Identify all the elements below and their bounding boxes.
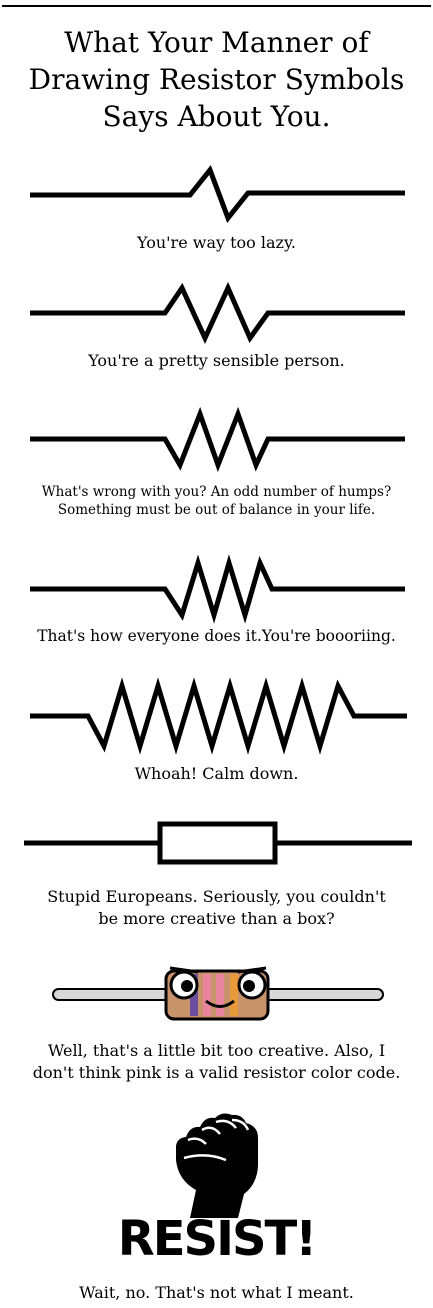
caption-3-line-2: Something must be out of balance in your…	[57, 502, 376, 518]
standard-zigzag-resistor-icon	[30, 554, 405, 624]
title-line-2: Drawing Resistor Symbols	[28, 63, 405, 96]
resist-word: RESIST!	[117, 1211, 317, 1267]
title-line-1: What Your Manner of	[64, 26, 369, 59]
title-line-3: Says About You.	[102, 100, 331, 133]
caption-8-line-1: Wait, no. That's not what I meant.	[79, 1283, 354, 1302]
caption-7: Well, that's a little bit too creative. …	[0, 1040, 433, 1084]
many-hump-zigzag-resistor-icon	[30, 677, 407, 755]
caption-3-line-1: What's wrong with you? An odd number of …	[41, 484, 392, 500]
cartoon-resistor-icon	[52, 966, 384, 1021]
caption-4-line-1: That's how everyone does it.You're booor…	[37, 627, 396, 645]
odd-hump-zigzag-resistor-icon	[30, 406, 405, 473]
caption-8: Wait, no. That's not what I meant.	[0, 1282, 433, 1304]
raised-fist-icon	[176, 1113, 258, 1218]
top-rule	[2, 5, 431, 7]
caption-7-line-2: don't think pink is a valid resistor col…	[32, 1063, 401, 1082]
caption-6-line-1: Stupid Europeans. Seriously, you couldn'…	[47, 887, 386, 906]
caption-5-line-1: Whoah! Calm down.	[134, 764, 299, 783]
box-resistor-icon	[24, 821, 412, 865]
caption-1-line-1: You're way too lazy.	[137, 233, 296, 252]
caption-2-line-1: You're a pretty sensible person.	[88, 351, 345, 370]
caption-6-line-2: be more creative than a box?	[98, 909, 335, 928]
caption-3: What's wrong with you? An odd number of …	[0, 483, 433, 519]
caption-6: Stupid Europeans. Seriously, you couldn'…	[0, 886, 433, 930]
caption-4: That's how everyone does it.You're booor…	[0, 625, 433, 647]
caption-1: You're way too lazy.	[0, 232, 433, 254]
caption-7-line-1: Well, that's a little bit too creative. …	[47, 1041, 386, 1060]
caption-2: You're a pretty sensible person.	[0, 350, 433, 372]
comic-title: What Your Manner of Drawing Resistor Sym…	[0, 24, 433, 135]
one-hump-zigzag-resistor-icon	[30, 165, 405, 223]
two-hump-zigzag-resistor-icon	[30, 281, 405, 344]
caption-5: Whoah! Calm down.	[0, 763, 433, 785]
